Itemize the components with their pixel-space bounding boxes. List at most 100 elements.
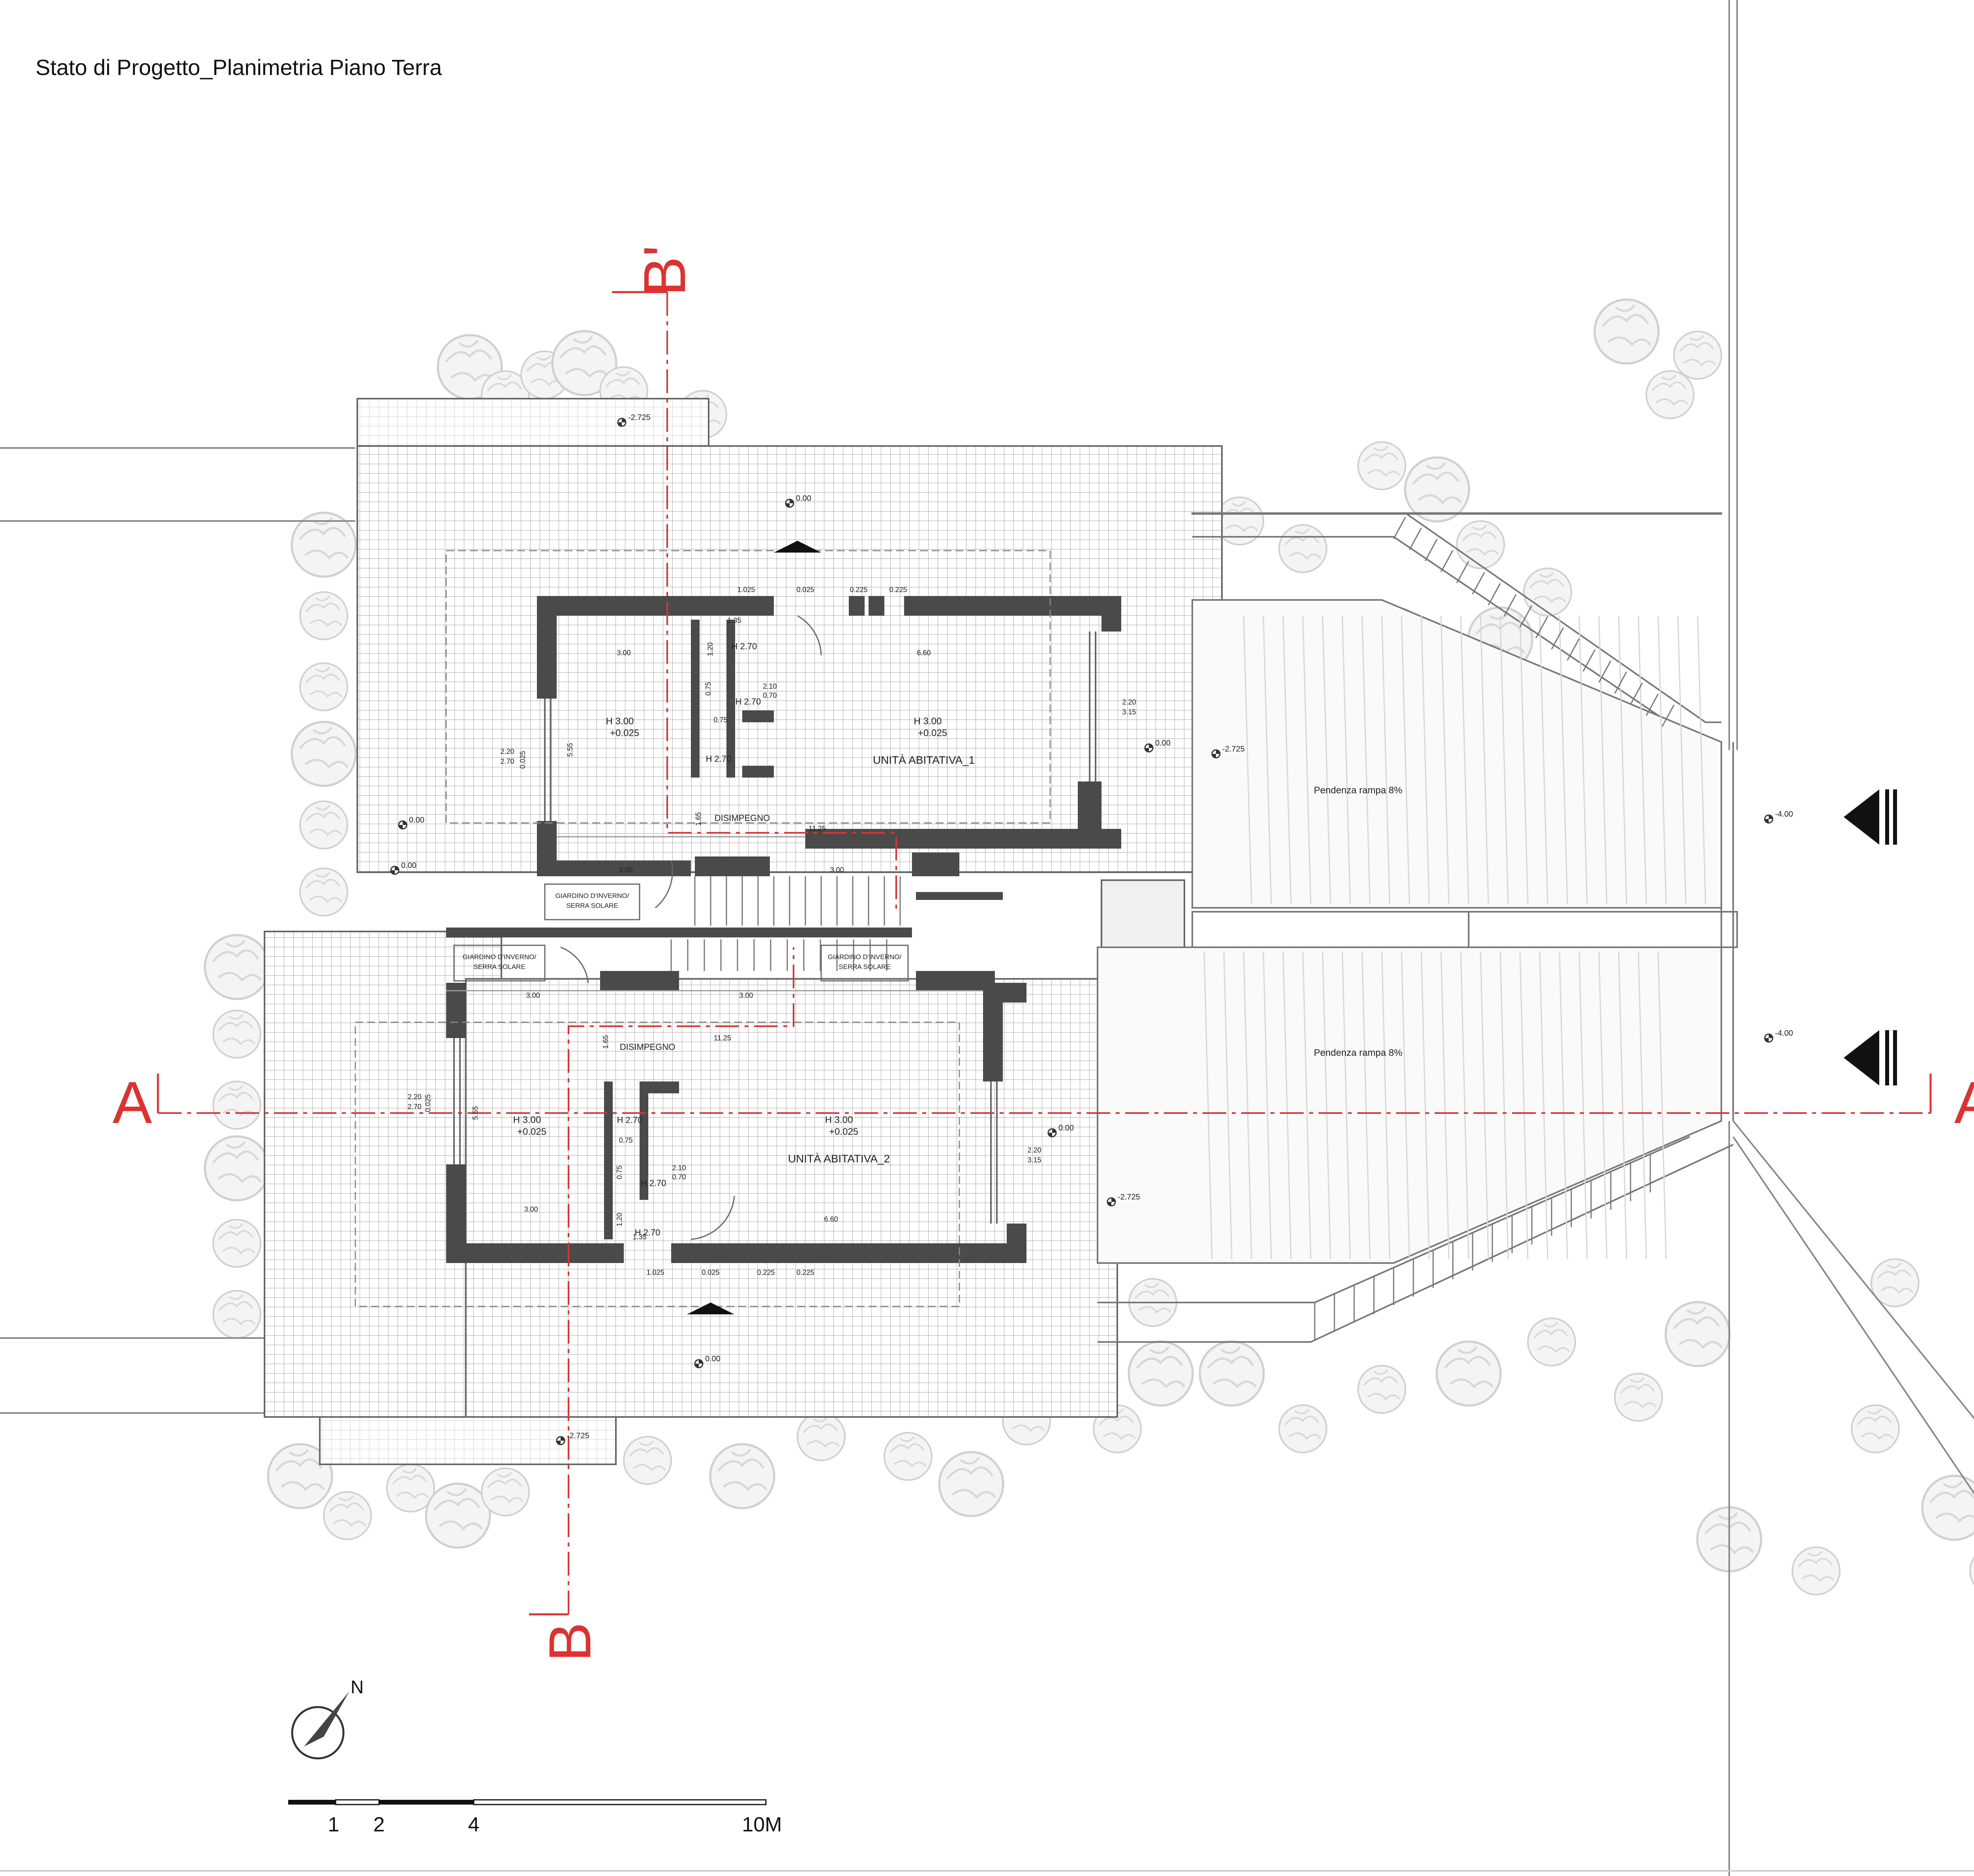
tree-icon bbox=[205, 935, 269, 999]
level-value: 0.00 bbox=[796, 494, 811, 503]
level-value: 0.00 bbox=[705, 1355, 721, 1363]
unit-1-corridor: DISIMPEGNO bbox=[715, 813, 770, 823]
level-marker: -4.00 bbox=[1764, 1029, 1793, 1043]
section-b-prime-label: B' bbox=[631, 245, 698, 296]
unit-1-level: +0.025 bbox=[918, 728, 947, 738]
svg-text:2.70: 2.70 bbox=[500, 757, 514, 765]
tree-icon bbox=[292, 722, 356, 786]
tree-icon bbox=[212, 1010, 261, 1059]
unit-2-walls bbox=[446, 983, 1026, 1263]
tree-icon bbox=[1278, 524, 1327, 573]
svg-text:2: 2 bbox=[373, 1813, 385, 1836]
tree-icon bbox=[1523, 568, 1572, 617]
svg-text:2.20: 2.20 bbox=[1122, 698, 1136, 706]
svg-text:2.10: 2.10 bbox=[763, 682, 777, 690]
svg-text:1.025: 1.025 bbox=[737, 586, 755, 594]
svg-text:3.00: 3.00 bbox=[526, 991, 540, 999]
tree-icon bbox=[205, 1136, 269, 1200]
level-marker: 0.00 bbox=[785, 494, 811, 508]
level-value: 0.00 bbox=[409, 816, 424, 825]
dimension-labels: 3.00 6.60 11.25 3.00 3.00 1.35 1.20 0.75… bbox=[407, 586, 1136, 1276]
section-lines bbox=[158, 292, 1931, 1614]
svg-text:0.025: 0.025 bbox=[424, 1094, 432, 1112]
tree-icon bbox=[797, 1412, 846, 1461]
tree-icon bbox=[1646, 370, 1694, 419]
roof-overhang bbox=[355, 550, 1051, 1307]
svg-text:3.00: 3.00 bbox=[739, 991, 753, 999]
level-markers: -2.7250.000.000.00-2.7250.00-2.7250.00-2… bbox=[390, 413, 1793, 1445]
svg-text:0.75: 0.75 bbox=[713, 716, 727, 724]
svg-text:0.70: 0.70 bbox=[672, 1173, 686, 1181]
svg-text:0.75: 0.75 bbox=[704, 682, 712, 695]
svg-text:0.225: 0.225 bbox=[757, 1269, 775, 1276]
svg-text:1.20: 1.20 bbox=[706, 642, 714, 656]
svg-text:5.55: 5.55 bbox=[566, 743, 574, 757]
tree-icon bbox=[1405, 457, 1469, 521]
svg-text:5.55: 5.55 bbox=[471, 1106, 479, 1120]
connection-walls bbox=[446, 853, 1003, 991]
tree-icon bbox=[323, 1491, 372, 1540]
unit-2-height: H 3.00 bbox=[825, 1115, 853, 1125]
tree-icon bbox=[1200, 1342, 1264, 1406]
svg-text:0.225: 0.225 bbox=[889, 586, 907, 594]
entrance-arrows bbox=[687, 541, 1897, 1314]
winter-garden-1-line2: SERRA SOLARE bbox=[566, 902, 618, 909]
level-value: -4.00 bbox=[1775, 1029, 1793, 1038]
svg-text:1.025: 1.025 bbox=[646, 1269, 664, 1276]
unit-2-corridor: DISIMPEGNO bbox=[620, 1042, 676, 1052]
unit-1-height: H 3.00 bbox=[914, 716, 942, 727]
tree-icon bbox=[710, 1444, 774, 1508]
level-marker: 0.00 bbox=[398, 816, 424, 830]
svg-text:10M: 10M bbox=[742, 1813, 782, 1836]
tree-icon bbox=[884, 1432, 933, 1481]
unit-1-name: UNITÀ ABITATIVA_1 bbox=[873, 754, 975, 766]
tree-icon bbox=[1673, 331, 1722, 380]
tree-icon bbox=[1922, 1476, 1974, 1540]
unit-2-left-level: +0.025 bbox=[517, 1126, 546, 1137]
svg-text:0.025: 0.025 bbox=[796, 586, 814, 594]
north-label: N bbox=[351, 1677, 364, 1697]
section-labels: A A' B' B bbox=[113, 245, 1974, 1662]
tree-icon bbox=[1437, 1342, 1501, 1406]
tree-icon bbox=[299, 800, 348, 849]
tree-icon bbox=[1129, 1342, 1193, 1406]
level-marker: -2.725 bbox=[556, 1432, 589, 1445]
svg-text:4: 4 bbox=[468, 1813, 480, 1836]
svg-text:1.35: 1.35 bbox=[727, 617, 741, 624]
svg-text:1.35: 1.35 bbox=[632, 1233, 646, 1241]
svg-text:1: 1 bbox=[328, 1813, 340, 1836]
level-value: -2.725 bbox=[628, 413, 651, 422]
svg-text:3.00: 3.00 bbox=[617, 649, 630, 657]
svg-text:0.225: 0.225 bbox=[796, 1269, 814, 1276]
level-marker: -4.00 bbox=[1764, 810, 1793, 824]
level-value: -2.725 bbox=[567, 1432, 589, 1440]
tree-icon bbox=[1357, 1365, 1406, 1414]
svg-text:2.20: 2.20 bbox=[500, 748, 514, 755]
section-a-prime-label: A' bbox=[1954, 1069, 1974, 1136]
tree-icon bbox=[1666, 1302, 1730, 1366]
tree-icon bbox=[212, 1081, 261, 1130]
svg-text:0.75: 0.75 bbox=[615, 1165, 623, 1179]
tree-icon bbox=[1456, 520, 1505, 569]
tree-icon bbox=[939, 1452, 1003, 1516]
level-value: 0.00 bbox=[1058, 1124, 1074, 1132]
svg-text:0.75: 0.75 bbox=[619, 1136, 632, 1144]
tree-icon bbox=[481, 1467, 530, 1516]
level-value: 0.00 bbox=[401, 861, 417, 870]
paved-terraces bbox=[264, 398, 1223, 1465]
tree-icon bbox=[623, 1436, 672, 1485]
ramp-1-label: Pendenza rampa 8% bbox=[1314, 785, 1402, 796]
section-b-label: B bbox=[537, 1622, 603, 1662]
svg-text:3.00: 3.00 bbox=[830, 866, 844, 874]
svg-text:3.00: 3.00 bbox=[524, 1205, 538, 1213]
scale-bar: 1 2 4 10M bbox=[288, 1799, 782, 1836]
room-labels: UNITÀ ABITATIVA_1 H 3.00 +0.025 H 3.00 +… bbox=[463, 641, 1402, 1237]
tree-icon bbox=[1595, 300, 1659, 364]
tree-icon bbox=[212, 1219, 261, 1268]
unit-1-left-height: H 3.00 bbox=[606, 716, 634, 727]
unit-2-left-height: H 3.00 bbox=[513, 1115, 541, 1125]
winter-garden-2-line2: SERRA SOLARE bbox=[473, 963, 525, 971]
level-value: -4.00 bbox=[1775, 810, 1793, 819]
tree-icon bbox=[426, 1484, 490, 1548]
level-marker: -2.725 bbox=[617, 413, 651, 427]
